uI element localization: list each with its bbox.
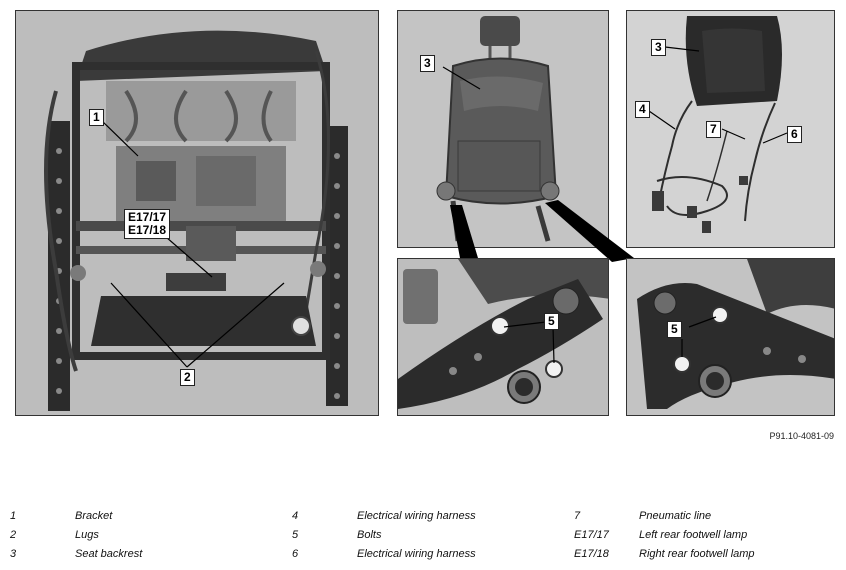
seat-assembled-panel: 3 [397, 10, 609, 248]
legend-text: Bracket [75, 510, 113, 522]
callout-seat-backrest: 3 [651, 39, 666, 56]
left-hinge-illustration [398, 259, 608, 415]
callout-bolts-left: 5 [544, 313, 559, 330]
legend-text: Bolts [357, 529, 382, 541]
callout-bracket: 1 [89, 109, 104, 126]
callout-lugs: 2 [180, 369, 195, 386]
left-hinge-detail-panel: 5 [397, 258, 609, 416]
legend-num: 3 [10, 548, 17, 560]
legend-text: Pneumatic line [639, 510, 712, 522]
legend-num: 4 [292, 510, 299, 522]
legend-num: 2 [10, 529, 17, 541]
legend-num: 1 [10, 510, 17, 522]
legend-num: E17/17 [574, 529, 609, 541]
legend-text: Lugs [75, 529, 99, 541]
callout-wiring-harness-6: 6 [787, 126, 802, 143]
legend: 1 Bracket 2 Lugs 3 Seat backrest 4 Elect… [0, 508, 846, 568]
callout-footwell-lamps: E17/17 E17/18 [124, 209, 171, 239]
callout-seat-backrest-main: 3 [420, 55, 435, 72]
seat-assembled-illustration [398, 11, 608, 247]
callout-bolts-right: 5 [667, 321, 682, 338]
callout-pneumatic-line: 7 [706, 121, 721, 138]
legend-text: Electrical wiring harness [357, 510, 476, 522]
callout-wiring-harness-4: 4 [635, 101, 650, 118]
seat-frame-illustration [16, 11, 378, 415]
legend-num: 7 [574, 510, 581, 522]
legend-num: 5 [292, 529, 299, 541]
legend-num: 6 [292, 548, 299, 560]
right-hinge-detail-panel: 5 [626, 258, 835, 416]
legend-text: Right rear footwell lamp [639, 548, 755, 560]
legend-num: E17/18 [574, 548, 609, 560]
legend-text: Electrical wiring harness [357, 548, 476, 560]
seat-frame-panel: 1 E17/17 E17/18 2 [15, 10, 379, 416]
legend-text: Left rear footwell lamp [639, 529, 748, 541]
backrest-harness-panel: 3 4 7 6 [626, 10, 835, 248]
right-hinge-illustration [627, 259, 834, 415]
legend-text: Seat backrest [75, 548, 143, 560]
reference-code: P91.10-4081-09 [769, 431, 834, 441]
